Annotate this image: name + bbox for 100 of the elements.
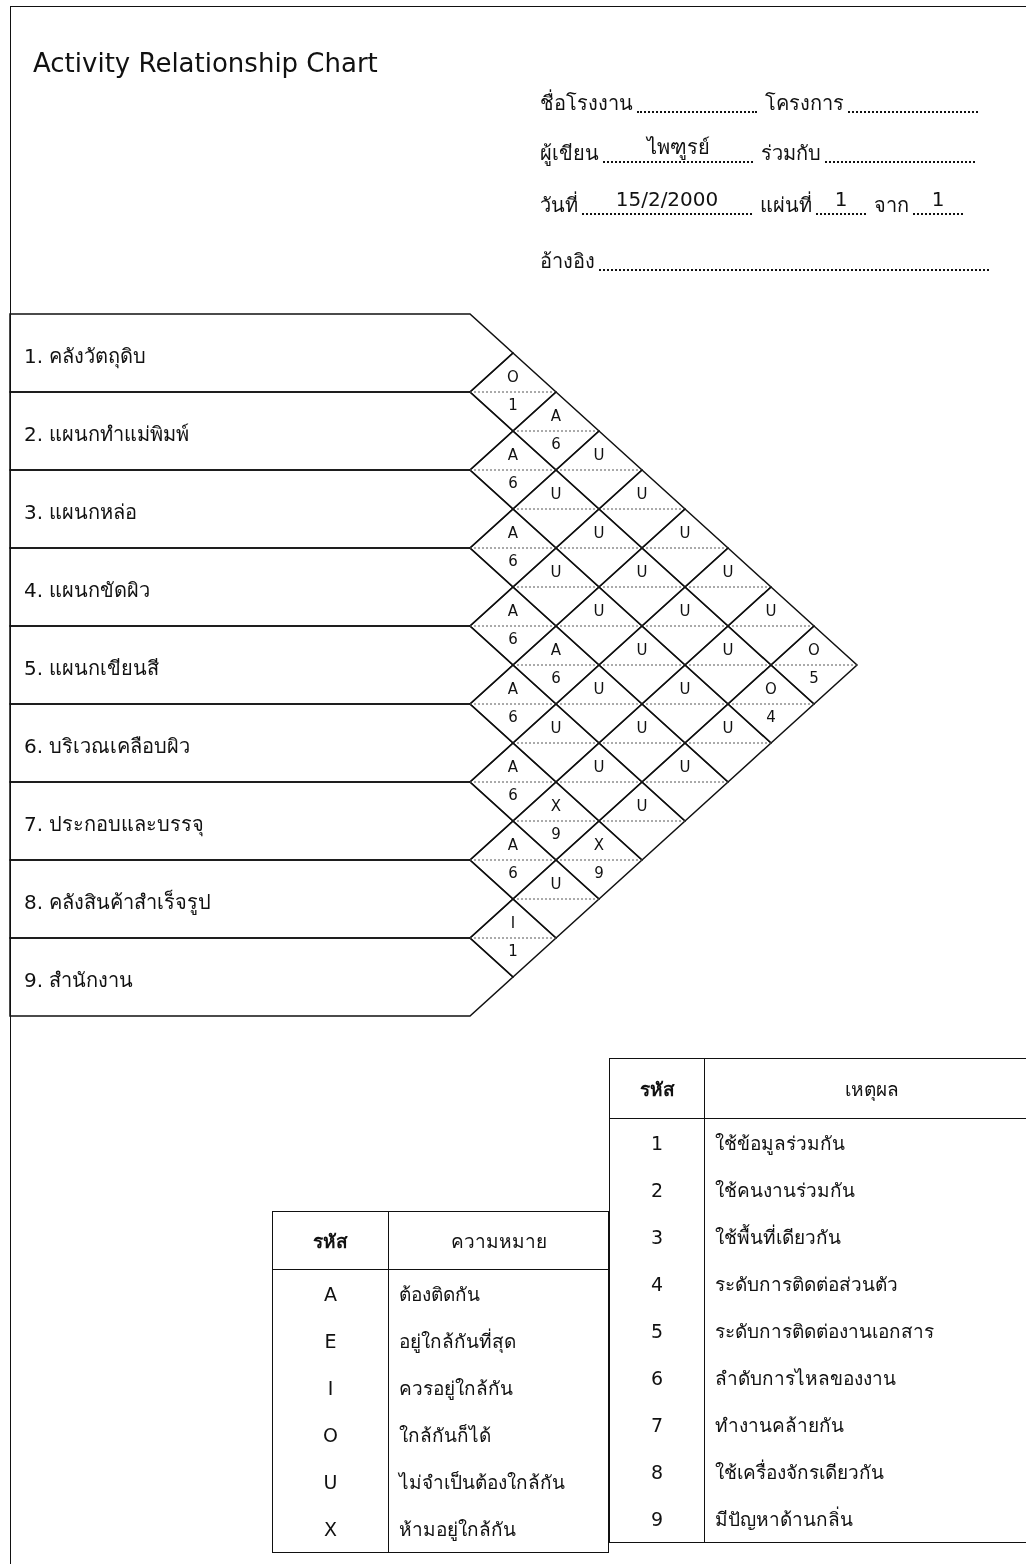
form-field-label: จาก xyxy=(874,192,909,218)
relationship-code: X xyxy=(549,797,563,815)
reason-code: 6 xyxy=(609,1354,705,1401)
relationship-code-value: X xyxy=(272,1505,389,1553)
fill-in-line: 1 xyxy=(913,187,963,215)
relationship-code: U xyxy=(678,680,692,698)
relationship-code: A xyxy=(506,446,520,464)
fill-in-line: 15/2/2000 xyxy=(582,187,752,215)
column-header: ความหมาย xyxy=(388,1211,609,1270)
relationship-code: U xyxy=(549,875,563,893)
reason-number: 9 xyxy=(593,864,605,882)
relationship-code: U xyxy=(592,680,606,698)
fill-in-line: 1 xyxy=(816,187,866,215)
form-field-label: ร่วมกับ xyxy=(761,140,821,166)
relationship-code: U xyxy=(721,563,735,581)
form-field-label: ชื่อโรงงาน xyxy=(540,90,633,116)
reason-code: 7 xyxy=(609,1401,705,1448)
reason-text: ใช้คนงานร่วมกัน xyxy=(704,1166,1026,1213)
relationship-code: I xyxy=(509,914,517,932)
relationship-code: U xyxy=(549,563,563,581)
reason-text: ระดับการติดต่อส่วนตัว xyxy=(704,1260,1026,1307)
relationship-code: U xyxy=(678,602,692,620)
meaning-text: ควรอยู่ใกล้กัน xyxy=(388,1364,609,1411)
department-name: 2. แผนกทำแม่พิมพ์ xyxy=(24,421,190,448)
department-name: 8. คลังสินค้าสำเร็จรูป xyxy=(24,888,212,917)
chart-title: Activity Relationship Chart xyxy=(33,48,378,78)
form-field-label: แผ่นที่ xyxy=(760,192,812,218)
department-name: 7. ประกอบและบรรจุ xyxy=(24,811,205,839)
relationship-code: U xyxy=(592,758,606,776)
relationship-code: U xyxy=(678,524,692,542)
relationship-code: U xyxy=(592,524,606,542)
department-name: 3. แผนกหล่อ xyxy=(24,499,138,526)
reason-text: ทำงานคล้ายกัน xyxy=(704,1401,1026,1448)
reason-number: 6 xyxy=(507,708,519,726)
relationship-code: U xyxy=(635,797,649,815)
relationship-code: U xyxy=(635,719,649,737)
reason-number: 5 xyxy=(808,669,820,687)
relationship-code: A xyxy=(506,758,520,776)
relationship-code-value: A xyxy=(272,1269,389,1317)
relationship-code: U xyxy=(635,563,649,581)
reason-number: 6 xyxy=(507,864,519,882)
reason-code: 2 xyxy=(609,1166,705,1213)
meaning-text: ต้องติดกัน xyxy=(388,1269,609,1317)
relationship-code: O xyxy=(506,368,520,386)
form-field-label: วันที่ xyxy=(540,192,578,218)
relationship-code: U xyxy=(764,602,778,620)
relationship-code: A xyxy=(549,407,563,425)
relationship-code: U xyxy=(721,719,735,737)
relationship-code: O xyxy=(764,680,778,698)
reason-text: ใช้เครื่องจักรเดียวกัน xyxy=(704,1448,1026,1495)
reason-text: ระดับการติดต่องานเอกสาร xyxy=(704,1307,1026,1354)
reason-code: 4 xyxy=(609,1260,705,1307)
relationship-code-value: E xyxy=(272,1317,389,1364)
relationship-code: A xyxy=(506,680,520,698)
column-header: เหตุผล xyxy=(704,1058,1026,1119)
form-field-label: ผู้เขียน xyxy=(540,140,599,166)
relationship-code: U xyxy=(549,719,563,737)
reason-number: 6 xyxy=(507,786,519,804)
reason-code: 3 xyxy=(609,1213,705,1260)
department-name: 4. แผนกขัดผิว xyxy=(24,577,151,604)
meaning-text: ห้ามอยู่ใกล้กัน xyxy=(388,1505,609,1553)
relationship-code-value: U xyxy=(272,1458,389,1505)
reason-code: 1 xyxy=(609,1118,705,1166)
column-header: รหัส xyxy=(272,1211,389,1270)
relationship-code: U xyxy=(635,641,649,659)
department-name: 5. แผนกเขียนสี xyxy=(24,655,160,682)
relationship-code: O xyxy=(807,641,821,659)
reason-number: 1 xyxy=(507,396,519,414)
reason-number: 6 xyxy=(550,435,562,453)
relationship-code-value: O xyxy=(272,1411,389,1458)
relationship-code: A xyxy=(506,524,520,542)
relationship-code: U xyxy=(678,758,692,776)
reason-number: 6 xyxy=(507,552,519,570)
relationship-code: U xyxy=(721,641,735,659)
department-name: 6. บริเวณเคลือบผิว xyxy=(24,733,191,760)
reason-text: มีปัญหาด้านกลิ่น xyxy=(704,1495,1026,1543)
meaning-text: ไม่จำเป็นต้องใกล้กัน xyxy=(388,1458,609,1505)
reason-number: 6 xyxy=(507,630,519,648)
department-name: 9. สำนักงาน xyxy=(24,967,134,994)
reason-text: ใช้พื้นที่เดียวกัน xyxy=(704,1213,1026,1260)
meaning-text: ใกล้กันก็ได้ xyxy=(388,1411,609,1458)
relationship-code: A xyxy=(549,641,563,659)
form-field-label: โครงการ xyxy=(765,90,844,116)
relationship-code: A xyxy=(506,602,520,620)
relationship-code: U xyxy=(592,602,606,620)
reason-number: 1 xyxy=(507,942,519,960)
relationship-code: X xyxy=(592,836,606,854)
reason-number: 4 xyxy=(765,708,777,726)
reason-code: 5 xyxy=(609,1307,705,1354)
reason-number: 9 xyxy=(550,825,562,843)
form-field-label: อ้างอิง xyxy=(540,248,595,274)
reason-number: 6 xyxy=(507,474,519,492)
reason-number: 6 xyxy=(550,669,562,687)
relationship-code-value: I xyxy=(272,1364,389,1411)
reason-code: 9 xyxy=(609,1495,705,1543)
relationship-code: U xyxy=(549,485,563,503)
fill-in-line: ไพฑูรย์ xyxy=(603,135,753,163)
reason-code: 8 xyxy=(609,1448,705,1495)
meaning-text: อยู่ใกล้กันที่สุด xyxy=(388,1317,609,1364)
column-header: รหัส xyxy=(609,1058,705,1119)
